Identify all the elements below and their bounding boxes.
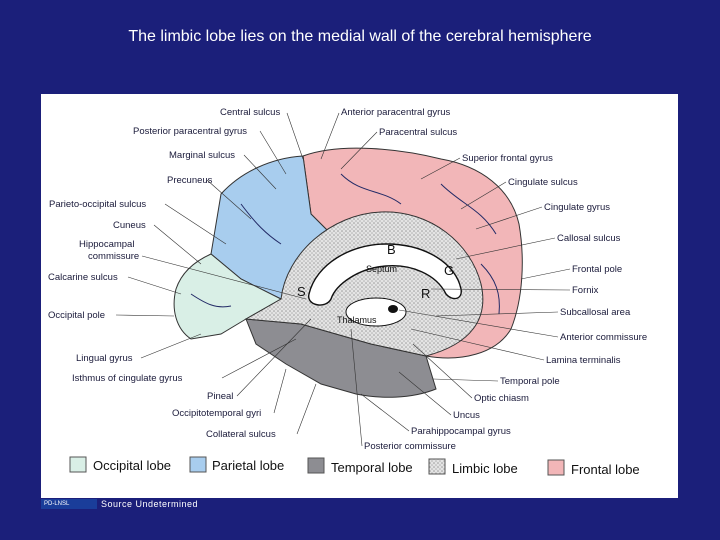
label-superior-frontal-gyrus: Superior frontal gyrus	[462, 153, 553, 164]
label-temporal-pole: Temporal pole	[500, 376, 560, 387]
legend-label-parietal: Parietal lobe	[212, 458, 284, 473]
gyrus-line-5	[480, 263, 500, 315]
inner-label-g: G	[444, 263, 454, 278]
temporal-lobe	[245, 318, 437, 398]
label-subcallosal-area: Subcallosal area	[560, 307, 631, 318]
label-occipitotemporal-gyri: Occipitotemporal gyri	[172, 408, 261, 419]
label-calcarine-sulcus: Calcarine sulcus	[48, 272, 118, 283]
legend-swatch-frontal	[547, 459, 565, 476]
inner-label-b: B	[387, 242, 396, 257]
label-hippocampal: Hippocampal	[79, 239, 134, 250]
label-cingulate-gyrus: Cingulate gyrus	[544, 202, 610, 213]
legend-swatch-occipital	[69, 456, 87, 473]
label-cuneus: Cuneus	[113, 220, 146, 231]
legend-label-limbic: Limbic lobe	[452, 461, 518, 476]
brain-svg: B G S R Septum Thalamus Central sulcus P…	[48, 107, 647, 477]
limbic-lobe	[244, 211, 484, 357]
license-logo[interactable]: PD-LNSL	[41, 499, 97, 509]
label-paracentral-sulcus: Paracentral sulcus	[379, 127, 457, 138]
label-parieto-occipital-sulcus: Parieto-occipital sulcus	[49, 199, 146, 210]
legend: Occipital lobe Parietal lobe Temporal lo…	[69, 456, 640, 477]
label-uncus: Uncus	[453, 410, 480, 421]
occipital-lobe	[173, 253, 283, 340]
gyrus-line-3	[240, 203, 282, 245]
legend-swatch-limbic	[428, 458, 446, 475]
label-lingual-gyrus: Lingual gyrus	[76, 353, 133, 364]
license-logo-text: PD-LNSL	[44, 501, 70, 507]
gyrus-line-1	[340, 173, 402, 205]
legend-label-frontal: Frontal lobe	[571, 462, 640, 477]
thalamus-shape	[345, 297, 407, 327]
label-posterior-commissure: Posterior commissure	[364, 441, 456, 452]
legend-swatch-parietal	[189, 456, 207, 473]
label-collateral-sulcus: Collateral sulcus	[206, 429, 276, 440]
label-posterior-paracentral-gyrus: Posterior paracentral gyrus	[133, 126, 247, 137]
label-lamina-terminalis: Lamina terminalis	[546, 355, 621, 366]
inner-label-thalamus: Thalamus	[337, 315, 377, 325]
label-optic-chiasm: Optic chiasm	[474, 393, 529, 404]
label-callosal-sulcus: Callosal sulcus	[557, 233, 621, 244]
label-occipital-pole: Occipital pole	[48, 310, 105, 321]
label-pineal: Pineal	[207, 391, 233, 402]
gyrus-line-4	[190, 293, 232, 308]
label-precuneus: Precuneus	[167, 175, 213, 186]
label-fornix: Fornix	[572, 285, 599, 296]
label-commissure: commissure	[88, 251, 139, 262]
legend-swatch-temporal	[307, 457, 325, 474]
inner-label-s: S	[297, 284, 306, 299]
source-text: Source Undetermined	[101, 499, 199, 509]
legend-label-temporal: Temporal lobe	[331, 460, 413, 475]
brain-diagram: B G S R Septum Thalamus Central sulcus P…	[41, 94, 678, 498]
label-marginal-sulcus: Marginal sulcus	[169, 150, 235, 161]
label-anterior-commissure: Anterior commissure	[560, 332, 647, 343]
corpus-callosum	[308, 243, 462, 306]
label-central-sulcus: Central sulcus	[220, 107, 280, 118]
label-cingulate-sulcus: Cingulate sulcus	[508, 177, 578, 188]
inner-label-septum: Septum	[366, 264, 397, 274]
leader-lines-left	[115, 112, 317, 435]
label-frontal-pole: Frontal pole	[572, 264, 622, 275]
slide-title: The limbic lobe lies on the medial wall …	[128, 28, 592, 45]
anterior-commissure-shape	[388, 305, 398, 313]
label-anterior-paracentral-gyrus: Anterior paracentral gyrus	[341, 107, 451, 118]
gyrus-line-2	[440, 183, 497, 235]
label-parahippocampal-gyrus: Parahippocampal gyrus	[411, 426, 511, 437]
source-attribution: PD-LNSL Source Undetermined	[41, 498, 198, 510]
leader-lines-right	[320, 112, 571, 447]
legend-label-occipital: Occipital lobe	[93, 458, 171, 473]
inner-label-r: R	[421, 286, 430, 301]
label-isthmus-cingulate: Isthmus of cingulate gyrus	[72, 373, 183, 384]
